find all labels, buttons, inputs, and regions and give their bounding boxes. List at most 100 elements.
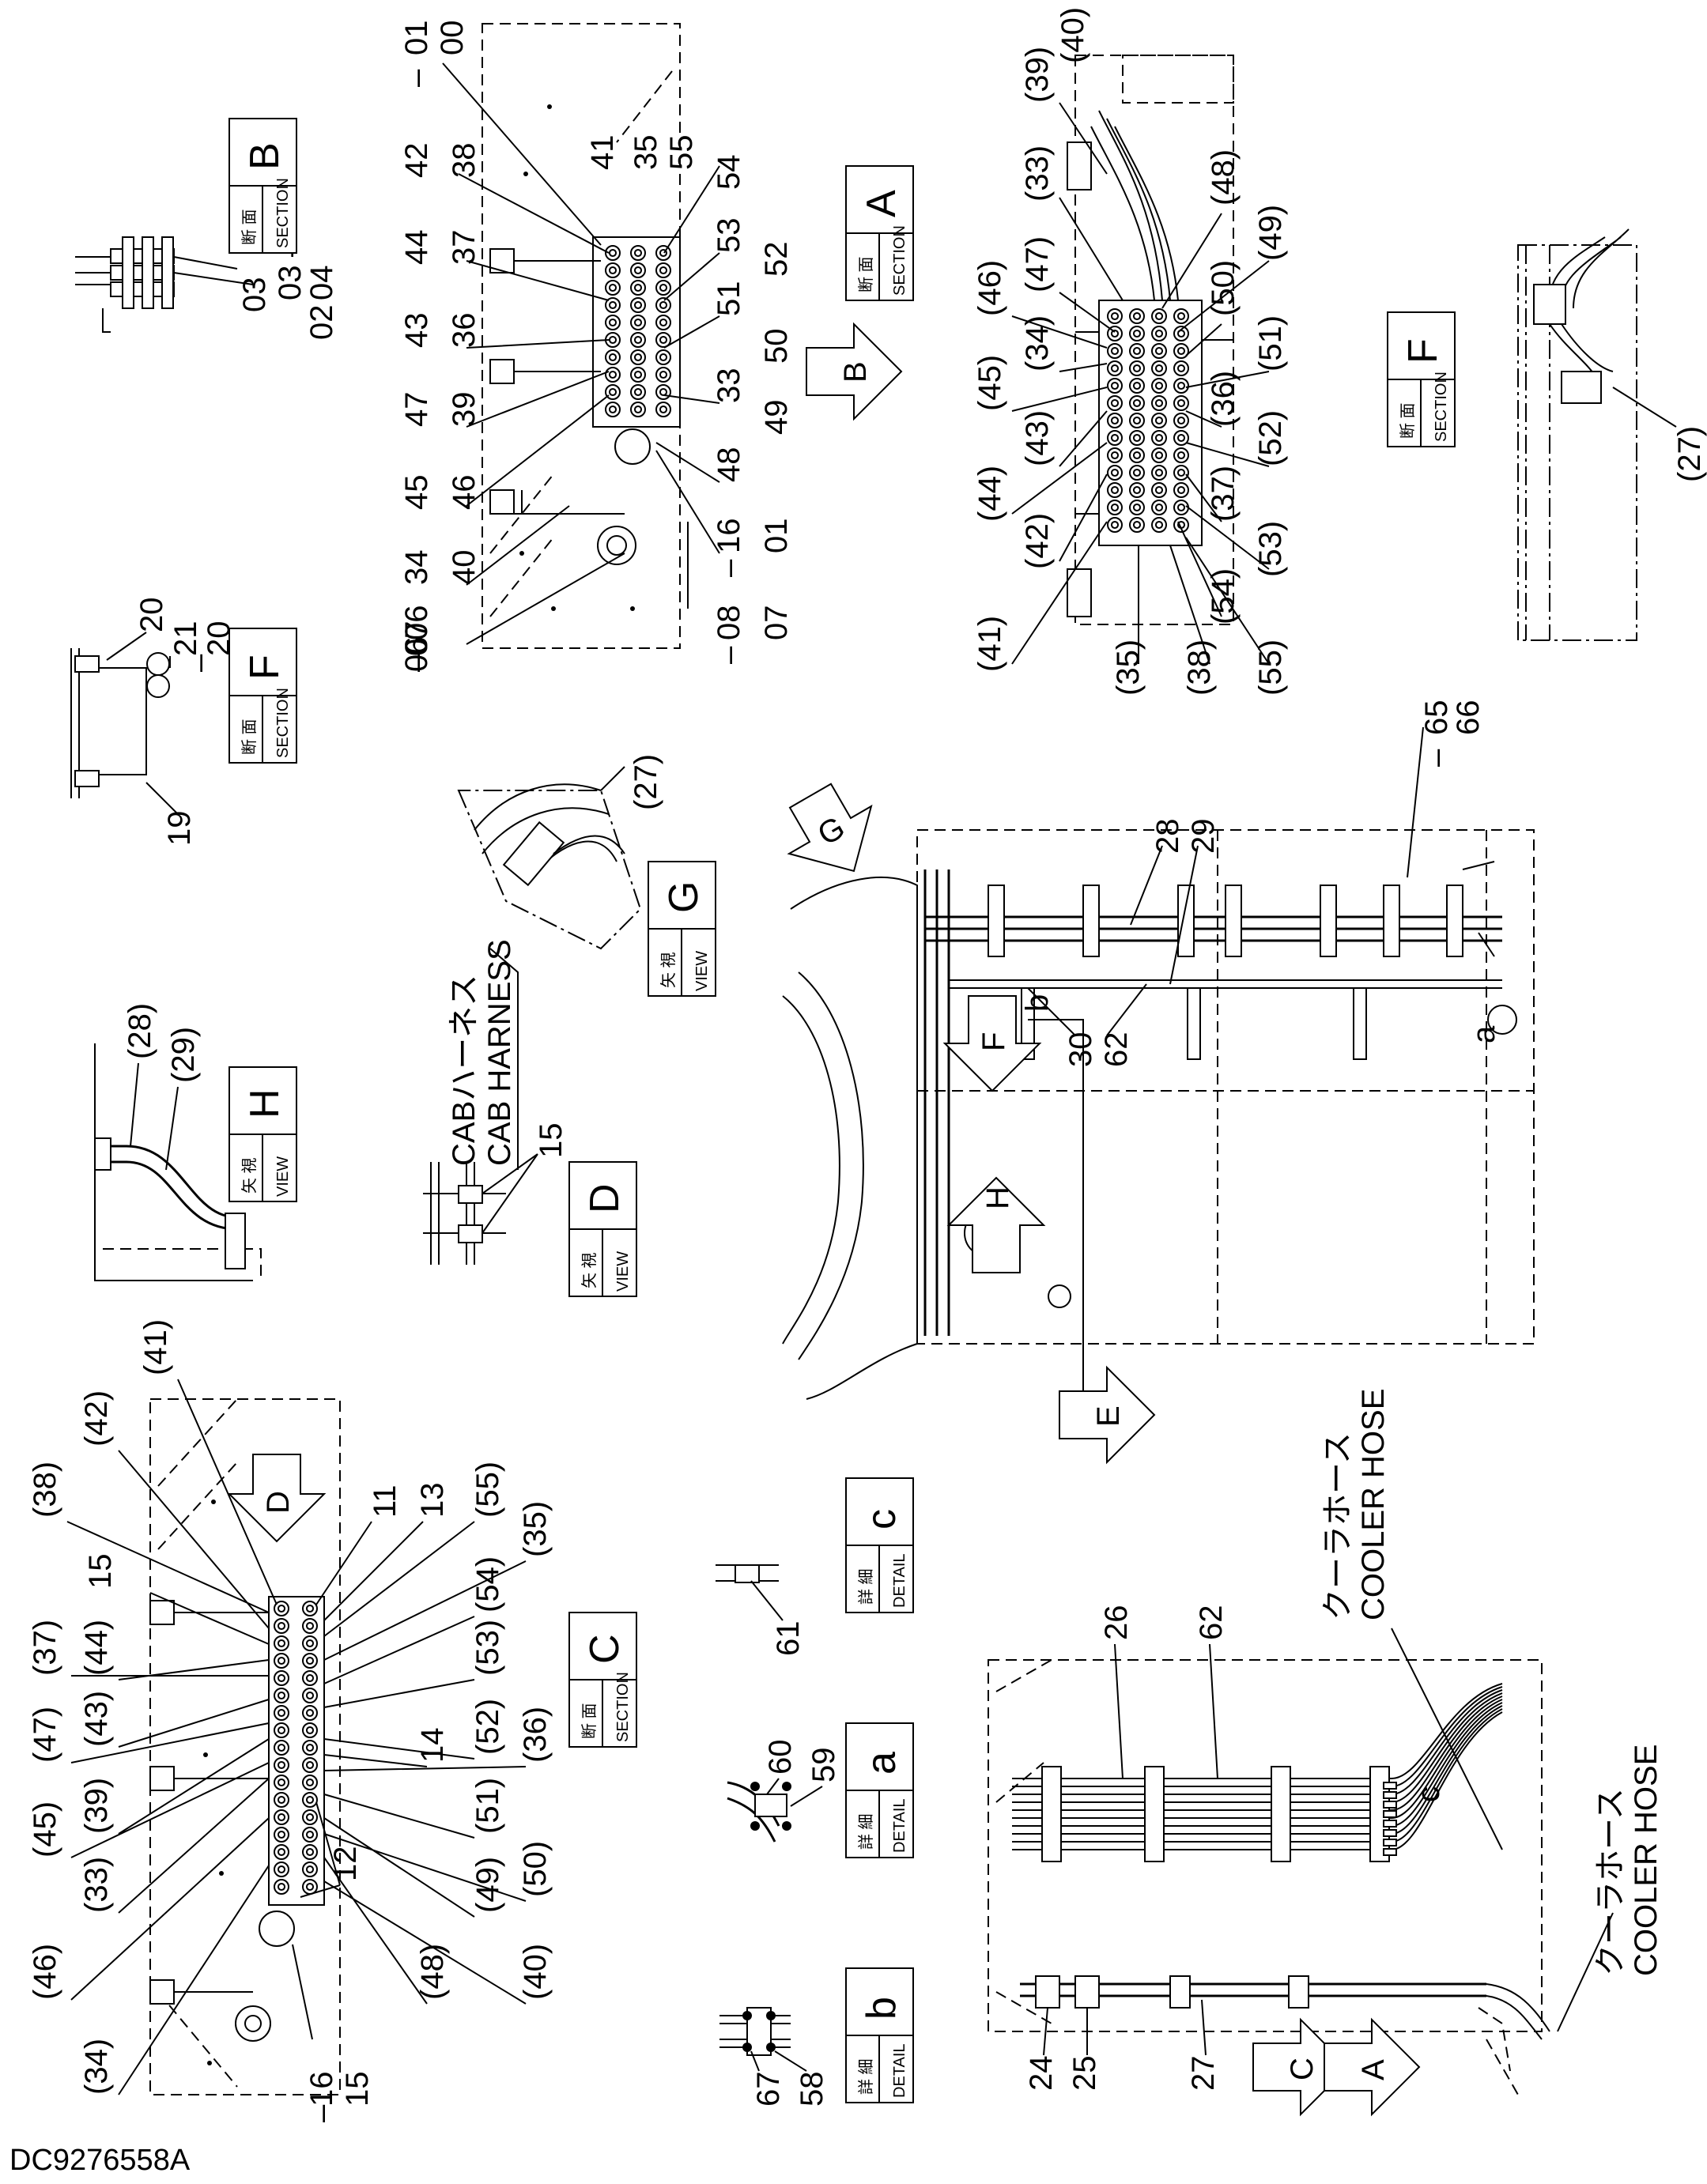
bottom-right-hose-bundle <box>1012 1683 1503 1862</box>
connector-hole-inner <box>659 266 668 275</box>
connector-hole-inner <box>633 318 643 327</box>
connector-hole-inner <box>1154 364 1164 373</box>
arrow-f: F <box>942 995 1042 1092</box>
svg-text:–: – <box>712 559 746 577</box>
connector-hole-inner <box>633 283 643 292</box>
hose-fitting <box>1383 1782 1397 1790</box>
arrow-g: G <box>787 783 873 873</box>
svg-text:25: 25 <box>1067 2056 1102 2092</box>
svg-text:b: b <box>1020 994 1055 1012</box>
connector-hole-inner <box>1154 485 1164 495</box>
connector-hole-inner <box>277 1656 286 1665</box>
svg-text:(43): (43) <box>1020 410 1055 466</box>
connector-hole-inner <box>608 300 617 310</box>
connector-hole-inner <box>1132 468 1142 477</box>
hose-fitting <box>1383 1848 1397 1856</box>
connector-hole-inner <box>1110 329 1120 338</box>
svg-text:43: 43 <box>399 313 434 349</box>
svg-text:(45): (45) <box>972 355 1007 411</box>
detail-b-drawing <box>719 2007 791 2056</box>
connector-hole-inner <box>633 370 643 379</box>
svg-text:COOLER HOSE: COOLER HOSE <box>1356 1389 1391 1620</box>
svg-text:41: 41 <box>585 135 620 171</box>
svg-text:55: 55 <box>664 135 699 171</box>
svg-text:36: 36 <box>447 313 482 349</box>
svg-text:a: a <box>1467 1025 1501 1043</box>
detail-a-callout-60: 60 <box>763 1740 798 1775</box>
svg-text:(48): (48) <box>1206 149 1241 206</box>
section-f-left-drawing <box>70 648 170 798</box>
connector-hole-inner <box>633 387 643 397</box>
svg-text:CAB HARNESS: CAB HARNESS <box>482 939 517 1166</box>
bracket <box>1353 987 1367 1060</box>
svg-text:45: 45 <box>399 475 434 511</box>
section-b-label: 断 面 SECTION B <box>228 118 297 254</box>
detail-b-callout-67: 67 <box>751 2072 786 2107</box>
section-c-callouts: (38) (42) (41) 11 13 (55) (35) (37) 15 (… <box>28 1319 553 2122</box>
svg-text:28: 28 <box>1150 819 1185 854</box>
connector-hole-inner <box>1110 485 1120 495</box>
svg-text:(40): (40) <box>518 1944 553 2000</box>
section-b-drawing <box>482 23 689 649</box>
connector-hole-inner <box>633 335 643 345</box>
section-b-connector-holes <box>605 245 671 417</box>
connector-hole-inner <box>305 1726 315 1735</box>
svg-text:(33): (33) <box>79 1857 114 1913</box>
connector-hole-inner <box>659 353 668 362</box>
connector-hole-inner <box>1132 520 1142 530</box>
connector-hole-inner <box>1110 451 1120 460</box>
svg-text:VIEW: VIEW <box>693 951 711 991</box>
connector-hole-inner <box>305 1812 315 1822</box>
hose-clamp <box>1271 1766 1291 1862</box>
hose-line <box>1012 1699 1503 1819</box>
section-c-label: 断 面 SECTION C <box>568 1612 637 1748</box>
connector-hole-inner <box>608 353 617 362</box>
connector-hole-inner <box>1154 311 1164 321</box>
connector-hole-inner <box>1176 398 1186 408</box>
svg-text:34: 34 <box>399 550 434 586</box>
drawing-code: DC9276558A <box>9 2144 191 2177</box>
svg-text:矢 視: 矢 視 <box>659 952 678 988</box>
connector-hole-inner <box>1132 503 1142 512</box>
svg-text:15: 15 <box>340 2072 375 2107</box>
section-a-connector-holes <box>1107 308 1189 533</box>
svg-text:29: 29 <box>1186 819 1221 854</box>
connector-hole-inner <box>1176 451 1186 460</box>
callout-03-a: 03 <box>273 266 308 301</box>
connector-hole-inner <box>659 300 668 310</box>
connector-hole-inner <box>277 1847 286 1857</box>
svg-text:(33): (33) <box>1020 145 1055 202</box>
svg-text:(37): (37) <box>28 1620 62 1676</box>
svg-text:52: 52 <box>759 242 794 277</box>
svg-text:F: F <box>242 654 288 680</box>
section-f-top-callout-27: (27) <box>1672 426 1707 482</box>
hose-line <box>1012 1692 1503 1803</box>
connector-hole-inner <box>305 1830 315 1839</box>
connector-hole-inner <box>305 1778 315 1787</box>
svg-text:44: 44 <box>399 230 434 266</box>
view-g-drawing <box>457 783 642 950</box>
connector-hole-inner <box>633 405 643 414</box>
connector-hole-inner <box>1132 433 1142 443</box>
connector-hole-inner <box>608 266 617 275</box>
svg-text:(51): (51) <box>470 1778 505 1834</box>
svg-text:(41): (41) <box>972 616 1007 672</box>
svg-text:CABハーネス: CABハーネス <box>447 975 482 1166</box>
connector-hole-inner <box>277 1743 286 1752</box>
svg-text:26: 26 <box>1099 1605 1134 1641</box>
svg-text:(35): (35) <box>518 1501 553 1557</box>
arrow-a: A <box>1324 2017 1421 2117</box>
connector-hole-inner <box>1154 468 1164 477</box>
hose-line <box>1012 1711 1503 1850</box>
view-d-drawing <box>423 1162 506 1265</box>
bottom-right-drawing <box>988 1659 1550 2095</box>
svg-text:66: 66 <box>1451 700 1486 736</box>
svg-text:(42): (42) <box>1020 513 1055 569</box>
connector-hole-inner <box>659 318 668 327</box>
svg-text:(42): (42) <box>79 1390 114 1447</box>
harness-clamp <box>988 885 1005 957</box>
svg-text:21: 21 <box>168 621 203 657</box>
svg-text:SECTION: SECTION <box>274 688 292 758</box>
section-b-jp: 断 面 <box>240 209 259 245</box>
detail-b-label: 詳 細 DETAIL b <box>845 1967 914 2103</box>
